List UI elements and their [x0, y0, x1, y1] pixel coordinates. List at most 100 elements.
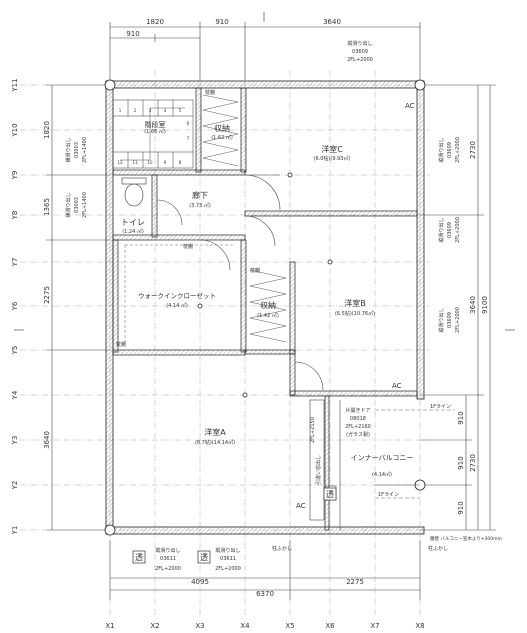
doors: [156, 174, 324, 391]
win-top-type: 縦滑り出し: [347, 40, 372, 47]
stair-step-4: 4: [164, 108, 167, 113]
grid-x6: X6: [325, 622, 335, 630]
room-storage-mid-area: (1.42 ㎡): [257, 312, 279, 319]
win-r3-type: 縦滑り出し: [438, 307, 445, 332]
stair-step-1: 1: [119, 108, 122, 113]
grid-y10: Y10: [11, 123, 19, 137]
win-r3-code: 03609: [447, 312, 453, 328]
grid-labels-x: X1 X2 X3 X4 X5 X6 X7 X8: [105, 622, 424, 630]
sliding-height: 2FL+2150: [310, 417, 316, 443]
room-storage-top-area: (1.62 ㎡): [211, 134, 233, 141]
win-r2-type: 縦滑り出し: [438, 217, 445, 242]
win-bot2-height: 2FL+2000: [215, 566, 241, 572]
glass-marker-2: 透: [200, 553, 208, 562]
glass-marker-3: 透: [326, 490, 334, 499]
grid-y7: Y7: [11, 258, 19, 268]
room-western-b-area: (6.5帖)(10.76㎡): [335, 310, 375, 317]
dim-right-1: 2730: [469, 141, 477, 159]
shelf-label-2: 枕棚: [183, 243, 193, 250]
win-left2-height: 2FL+1400: [82, 192, 88, 218]
stair-step-8: 8: [179, 160, 182, 165]
win-r2-code: 03609: [447, 222, 453, 238]
stair-step-7: 7: [187, 136, 190, 141]
room-hall: 廊下: [192, 190, 208, 200]
dim-right-2: 3640: [469, 296, 477, 314]
win-top-height: 2FL+2000: [347, 57, 373, 63]
win-top-code: 03609: [352, 49, 368, 55]
room-western-a: 洋室A: [204, 427, 226, 437]
storage-top-shelves: [202, 94, 239, 167]
columns: [104, 79, 426, 536]
stair-step-3: 3: [149, 108, 152, 113]
win-bot2-type: 縦滑り出し: [215, 547, 240, 554]
grid-y11: Y11: [11, 78, 19, 92]
door-bal-type: 片開きドア: [345, 407, 370, 414]
grid-x5: X5: [285, 622, 294, 630]
grid-y1: Y1: [11, 526, 19, 536]
win-bot1-height: 2FL+2000: [155, 566, 181, 572]
stair-numbers: 1 2 3 4 5 6 7 8 9 10 11 12: [117, 108, 189, 165]
stair: [112, 99, 194, 169]
dim-top-1: 1820: [146, 18, 164, 26]
ac-western-a: AC: [296, 502, 306, 510]
stair-step-10: 10: [147, 160, 153, 165]
room-stair-hall: 階段室: [145, 120, 166, 129]
grid-y8: Y8: [11, 211, 19, 221]
grid-x7: X7: [370, 622, 379, 630]
storage-mid-shelves: [249, 269, 287, 343]
toilet-fixture: [121, 177, 147, 207]
section-markers: [14, 12, 515, 331]
win-left2-code: 03003: [74, 197, 80, 213]
grid-labels-y: Y1 Y2 Y3 Y4 Y5 Y6 Y7 Y8 Y9 Y10 Y11: [11, 78, 19, 535]
room-western-c-area: (6.0帖)(9.93㎡): [314, 155, 351, 162]
dim-bottom-2: 2275: [346, 578, 364, 586]
room-storage-mid: 収納: [260, 300, 276, 310]
dim-top-3: 3640: [323, 18, 341, 26]
stair-step-9: 9: [164, 160, 167, 165]
dim-right-6: 2730: [469, 454, 477, 472]
stair-step-2: 2: [134, 108, 137, 113]
grid-y5: Y5: [11, 346, 19, 356]
beam-note: 柱ふかし: [272, 545, 292, 552]
win-left1-height: 2FL+1400: [82, 137, 88, 163]
ac-western-b: AC: [392, 382, 402, 390]
win-left1-type: 横滑り出し: [65, 137, 72, 162]
shelf-label-4: 枕棚: [116, 341, 126, 348]
door-bal-code: 08018: [350, 416, 366, 422]
window-annotations: 縦滑り出し 03609 2FL+2000 横滑り出し 03003 2FL+140…: [65, 40, 502, 572]
ac-western-c: AC: [405, 102, 415, 110]
win-r3-height: 2FL+2000: [455, 307, 461, 333]
first-floor-line: [375, 409, 455, 499]
sliding-type: 引違い窓出し: [315, 455, 322, 485]
room-walkin-area: (4.14 ㎡): [166, 302, 188, 309]
room-labels: 階段室 (1.66 ㎡) 収納 (1.62 ㎡) 廊下 (3.73 ㎡) トイレ…: [121, 120, 413, 478]
room-western-b: 洋室B: [344, 298, 366, 308]
glass-marker-1: 透: [135, 553, 143, 562]
grid-y4: Y4: [11, 390, 19, 400]
room-walkin: ウォークインクローゼット: [138, 291, 216, 300]
shelf-labels: 枕棚 枕棚 枕棚 枕棚: [116, 89, 260, 348]
dim-right-total: 9100: [481, 296, 489, 314]
interior-walls: [112, 87, 418, 531]
stair-step-11: 11: [132, 160, 138, 165]
dim-bottom-total: 6370: [256, 590, 274, 598]
room-toilet-area: (1.24 ㎡): [122, 228, 144, 235]
stair-step-5: 5: [179, 108, 182, 113]
grid-x2: X2: [150, 622, 159, 630]
dim-top-2: 910: [215, 18, 228, 26]
room-balcony-area: (4.14㎡): [372, 471, 392, 478]
grid-y9: Y9: [11, 171, 19, 181]
ac-labels: AC AC AC: [296, 102, 415, 510]
grid-x8: X8: [415, 622, 424, 630]
win-r1-code: 03609: [447, 142, 453, 158]
stair-step-12: 12: [117, 160, 123, 165]
grid-y6: Y6: [11, 301, 19, 311]
dim-right-5: 910: [457, 456, 465, 469]
win-bot1-code: 03611: [160, 556, 176, 562]
room-western-a-area: (8.7帖)(14.14㎡): [195, 439, 235, 446]
glass-marker-labels: 透 透 透: [135, 490, 334, 562]
grid-x4: X4: [240, 622, 250, 630]
door-bal-height: 2FL+2160: [345, 424, 371, 430]
win-r1-height: 2FL+2000: [455, 137, 461, 163]
win-r2-height: 2FL+2000: [455, 217, 461, 243]
